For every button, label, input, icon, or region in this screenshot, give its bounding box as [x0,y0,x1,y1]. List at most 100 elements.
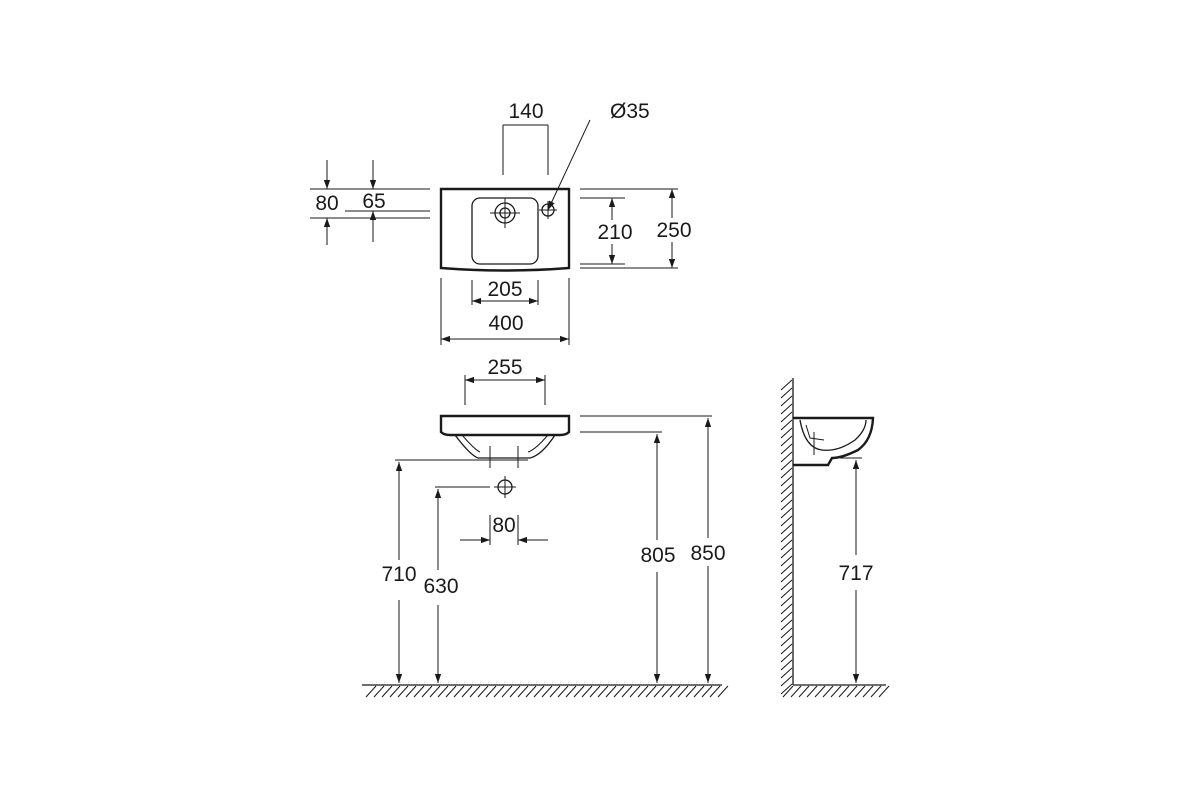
hole-spacing-label: 140 [508,100,543,123]
hatch-line [780,427,793,439]
hatch-line [549,685,561,698]
hatch-line [846,685,858,698]
hatch-line [629,685,641,698]
top-offset-inner-label: 65 [362,190,385,213]
total-depth-label: 250 [656,219,691,242]
hatch-line [573,685,585,698]
hatch-line [870,685,882,698]
hatch-line [685,685,697,698]
hatch-line [862,685,874,698]
hatch-line [780,571,793,583]
hatch-line [780,475,793,487]
hatch-line [780,651,793,663]
hatch-line [780,467,793,479]
waste-outlet-icon [494,476,516,498]
bowl-width-label: 205 [487,278,522,301]
hatch-line [780,547,793,559]
side-view: 717 [780,378,890,698]
drain-width-label: 255 [487,356,522,379]
hatch-line [780,435,793,447]
hatch-line [780,563,793,575]
hatch-line [541,685,553,698]
hatch-line [830,685,842,698]
mount-height-label: 717 [838,562,873,585]
hatch-line [453,685,465,698]
hatch-line [878,685,890,698]
side-view-basin [793,416,875,467]
side-view-wall-hatch [780,379,793,695]
hatch-line [605,685,617,698]
drain-height-label: 710 [381,563,416,586]
hatch-line [621,685,633,698]
hatch-line [597,685,609,698]
hatch-line [780,499,793,511]
front-view-bowl [454,434,556,459]
hatch-line [780,403,793,415]
hatch-line [589,685,601,698]
rim-height-label: 850 [690,542,725,565]
hatch-line [780,483,793,495]
hatch-line [717,685,729,698]
hatch-line [381,685,393,698]
hatch-line [525,685,537,698]
hatch-line [780,387,793,399]
hatch-line [653,685,665,698]
hatch-line [780,619,793,631]
hatch-line [445,685,457,698]
hatch-line [501,685,513,698]
hatch-line [461,685,473,698]
hatch-line [509,685,521,698]
front-view: 255 80 710 630 [362,356,729,698]
hatch-line [780,587,793,599]
hatch-line [429,685,441,698]
hatch-line [613,685,625,698]
hatch-line [645,685,657,698]
hatch-line [669,685,681,698]
hatch-line [838,685,850,698]
hatch-line [557,685,569,698]
hatch-line [780,595,793,607]
hatch-line [814,685,826,698]
hatch-line [373,685,385,698]
total-width-label: 400 [488,312,523,335]
hatch-line [517,685,529,698]
hatch-line [780,459,793,471]
top-view: 140 Ø35 80 65 210 250 205 400 [310,100,692,345]
hole-diameter-label: Ø35 [610,100,650,123]
hatch-line [822,685,834,698]
hatch-line [397,685,409,698]
hatch-line [565,685,577,698]
hatch-line [780,659,793,671]
hatch-line [806,685,818,698]
hatch-line [780,539,793,551]
hatch-line [780,579,793,591]
hatch-line [780,491,793,503]
front-view-floor-hatch [365,685,729,698]
hatch-line [780,395,793,407]
hatch-line [780,675,793,687]
hatch-line [485,685,497,698]
hatch-line [780,515,793,527]
drain-icon [490,198,520,228]
hatch-line [780,507,793,519]
hatch-line [389,685,401,698]
top-offset-outer-label: 80 [315,192,338,215]
hatch-line [437,685,449,698]
hatch-line [780,667,793,679]
spacing-label: 80 [492,514,515,537]
hatch-line [780,379,793,391]
hatch-line [780,611,793,623]
hatch-line [790,685,802,698]
trap-height-label: 630 [423,575,458,598]
bowl-depth-label: 210 [597,221,632,244]
hatch-line [533,685,545,698]
hatch-line [709,685,721,698]
front-view-basin [439,414,571,437]
hatch-line [854,685,866,698]
hatch-line [637,685,649,698]
hatch-line [780,419,793,431]
hatch-line [469,685,481,698]
hatch-line [701,685,713,698]
hatch-line [780,523,793,535]
